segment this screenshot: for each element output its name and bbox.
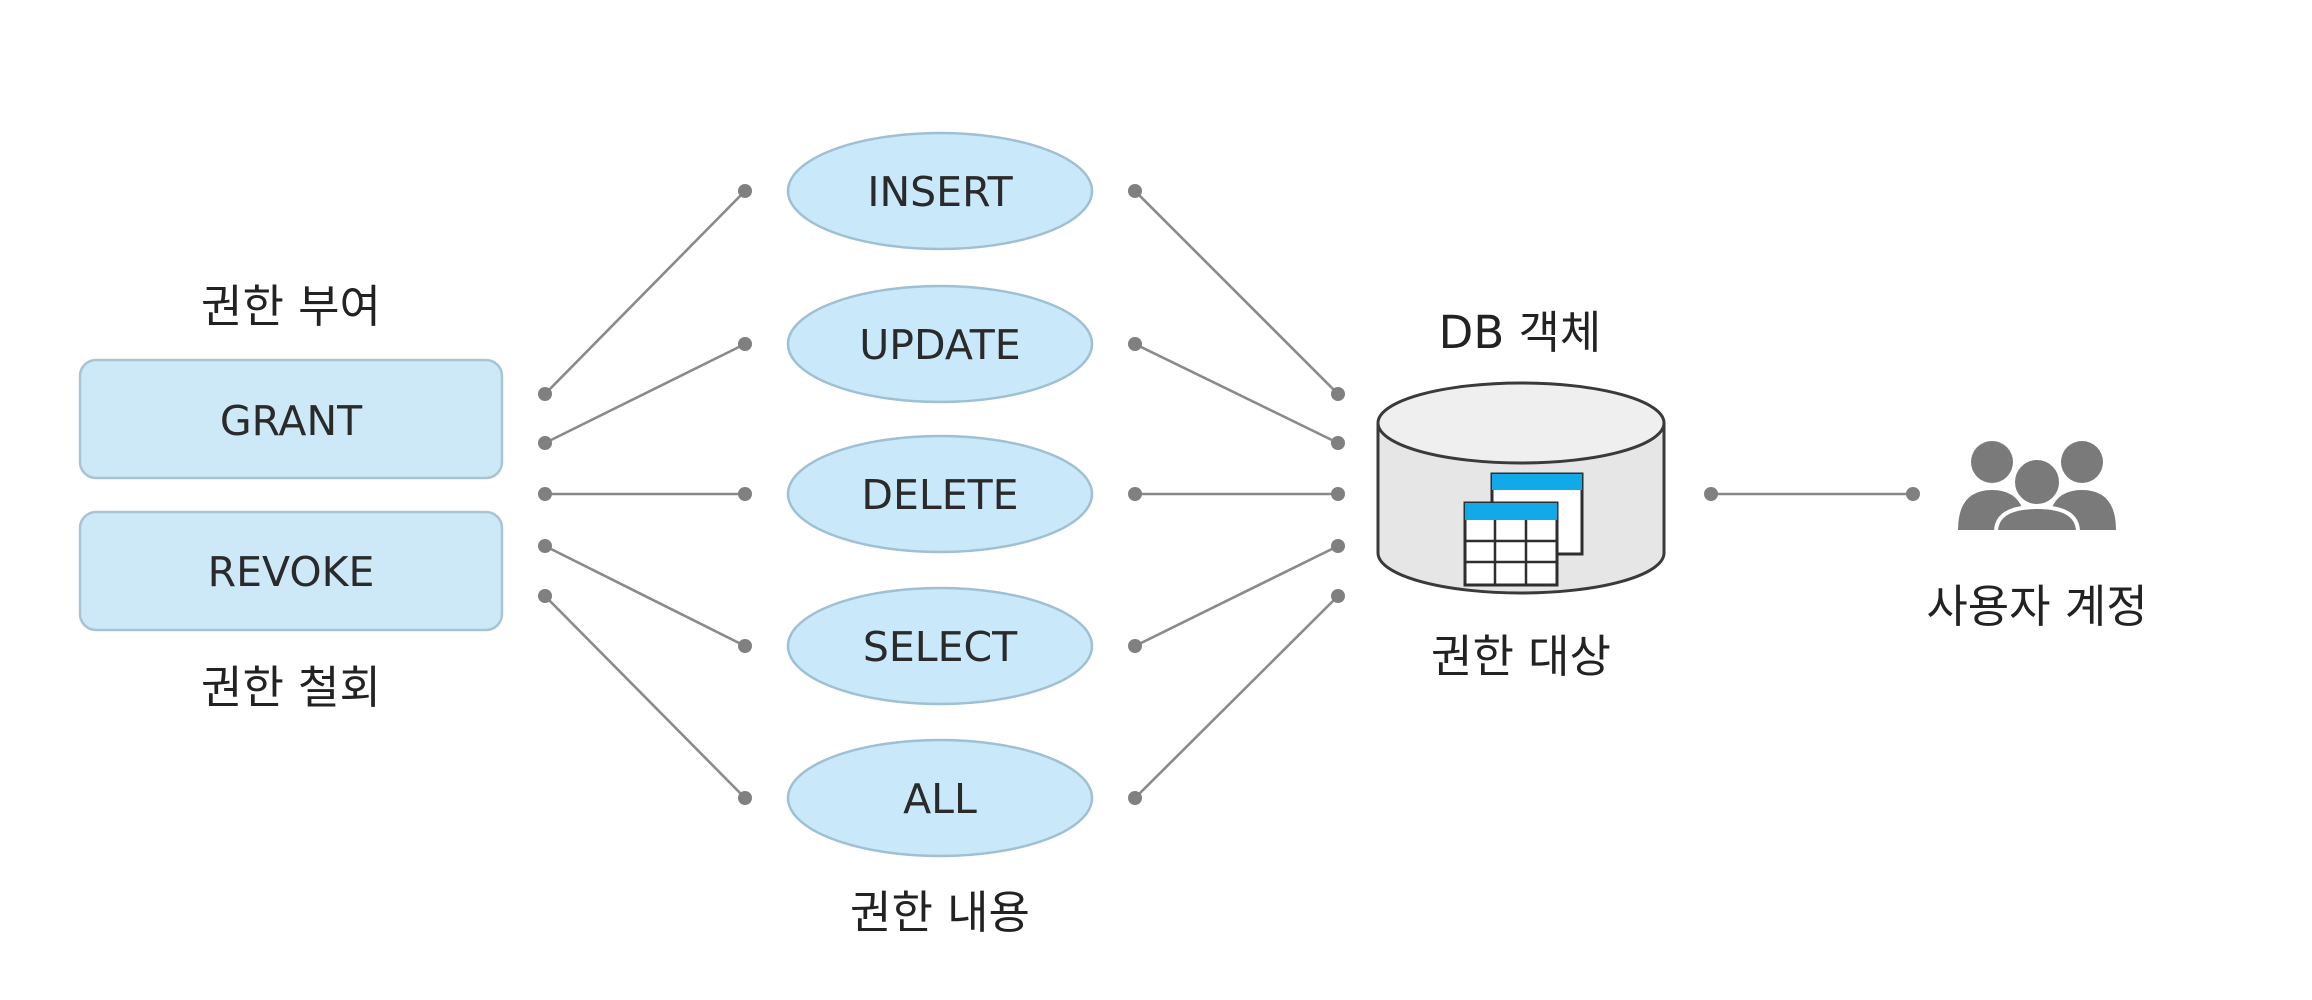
revoke-box: REVOKE (78, 510, 504, 632)
connector-dot (1128, 639, 1142, 653)
connector-line (1134, 544, 1339, 648)
privilege-label: SELECT (863, 623, 1018, 671)
db-object-caption: DB 객체 (1439, 306, 1602, 359)
revoke-group-caption: 권한 철회 (201, 661, 381, 714)
left-connectors (538, 184, 752, 805)
connector-dot (738, 791, 752, 805)
privilege-select: SELECT (786, 586, 1094, 706)
connector-dot (1128, 487, 1142, 501)
connector-dot (538, 589, 552, 603)
privilege-delete: DELETE (786, 434, 1094, 554)
table-icon (1463, 501, 1559, 587)
privilege-label: ALL (903, 775, 977, 823)
target-caption: 권한 대상 (1431, 630, 1611, 683)
revoke-label: REVOKE (208, 548, 375, 596)
grant-label: GRANT (220, 397, 363, 445)
connector-dot (738, 639, 752, 653)
connector-dot (538, 487, 552, 501)
connector-dot (1128, 184, 1142, 198)
database-icon (1376, 381, 1666, 595)
connector-dot (1128, 791, 1142, 805)
user-connector (1704, 487, 1920, 501)
privileges-caption: 권한 내용 (850, 886, 1030, 939)
connector-dot (1331, 436, 1345, 450)
connector-line (1134, 595, 1339, 799)
connector-dot (1331, 589, 1345, 603)
connector-dot (538, 436, 552, 450)
connector-line (544, 190, 746, 395)
connector-dot (1906, 487, 1920, 501)
privilege-update: UPDATE (786, 284, 1094, 404)
grant-box: GRANT (78, 358, 504, 480)
connector-dot (1331, 487, 1345, 501)
connector-line (1134, 190, 1339, 395)
connector-line (544, 342, 746, 445)
connector-dot (738, 487, 752, 501)
grant-group-caption: 권한 부여 (201, 280, 381, 333)
privilege-all: ALL (786, 738, 1094, 858)
privilege-label: DELETE (861, 471, 1018, 519)
connector-dot (738, 184, 752, 198)
connector-dot (1704, 487, 1718, 501)
connector-dot (738, 337, 752, 351)
connector-line (1134, 342, 1339, 445)
privilege-label: INSERT (867, 168, 1013, 216)
connector-dot (538, 539, 552, 553)
connector-dot (1331, 539, 1345, 553)
privilege-insert: INSERT (786, 131, 1094, 251)
users-group-icon (1958, 441, 2116, 534)
connector-dot (1128, 337, 1142, 351)
right-connectors (1128, 184, 1345, 805)
privilege-label: UPDATE (859, 321, 1020, 369)
user-account-caption: 사용자 계정 (1926, 580, 2147, 633)
connector-line (544, 595, 746, 799)
connector-line (544, 544, 746, 648)
connector-dot (1331, 387, 1345, 401)
connector-dot (538, 387, 552, 401)
